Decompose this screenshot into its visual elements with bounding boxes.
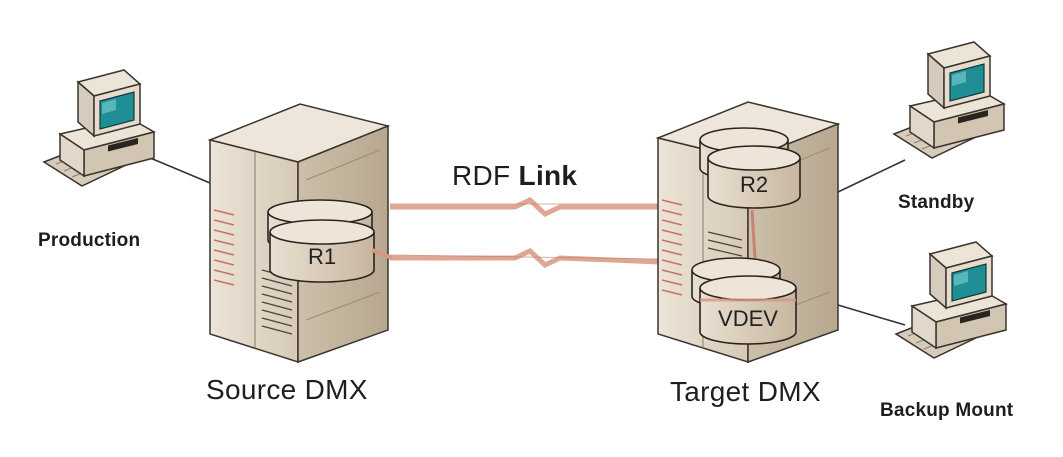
backup-mount-workstation-icon (895, 241, 1007, 359)
vdev-volume-icon: VDEV (691, 257, 797, 345)
rdf-link-prefix: RDF (452, 160, 511, 191)
r2-label: R2 (740, 172, 768, 197)
backup-mount-label: Backup Mount (880, 400, 1014, 421)
standby-link-line (837, 159, 906, 193)
standby-workstation-icon (893, 41, 1005, 159)
production-label: Production (38, 230, 141, 251)
r1-label: R1 (308, 244, 336, 269)
standby-label: Standby (898, 192, 975, 213)
production-workstation-icon (43, 69, 155, 187)
source-dmx-cabinet (207, 103, 391, 364)
backup-link-line (837, 304, 906, 326)
r2-volume-icon: R2 (699, 127, 801, 209)
rdf-link-suffix: Link (518, 160, 578, 191)
target-dmx-label: Target DMX (670, 376, 821, 407)
rdf-link-lines (389, 197, 661, 268)
source-dmx-label: Source DMX (206, 374, 368, 405)
rdf-link-label: RDF Link (452, 160, 577, 192)
vdev-label: VDEV (718, 306, 778, 331)
r1-volume-icon: R1 (267, 199, 393, 283)
